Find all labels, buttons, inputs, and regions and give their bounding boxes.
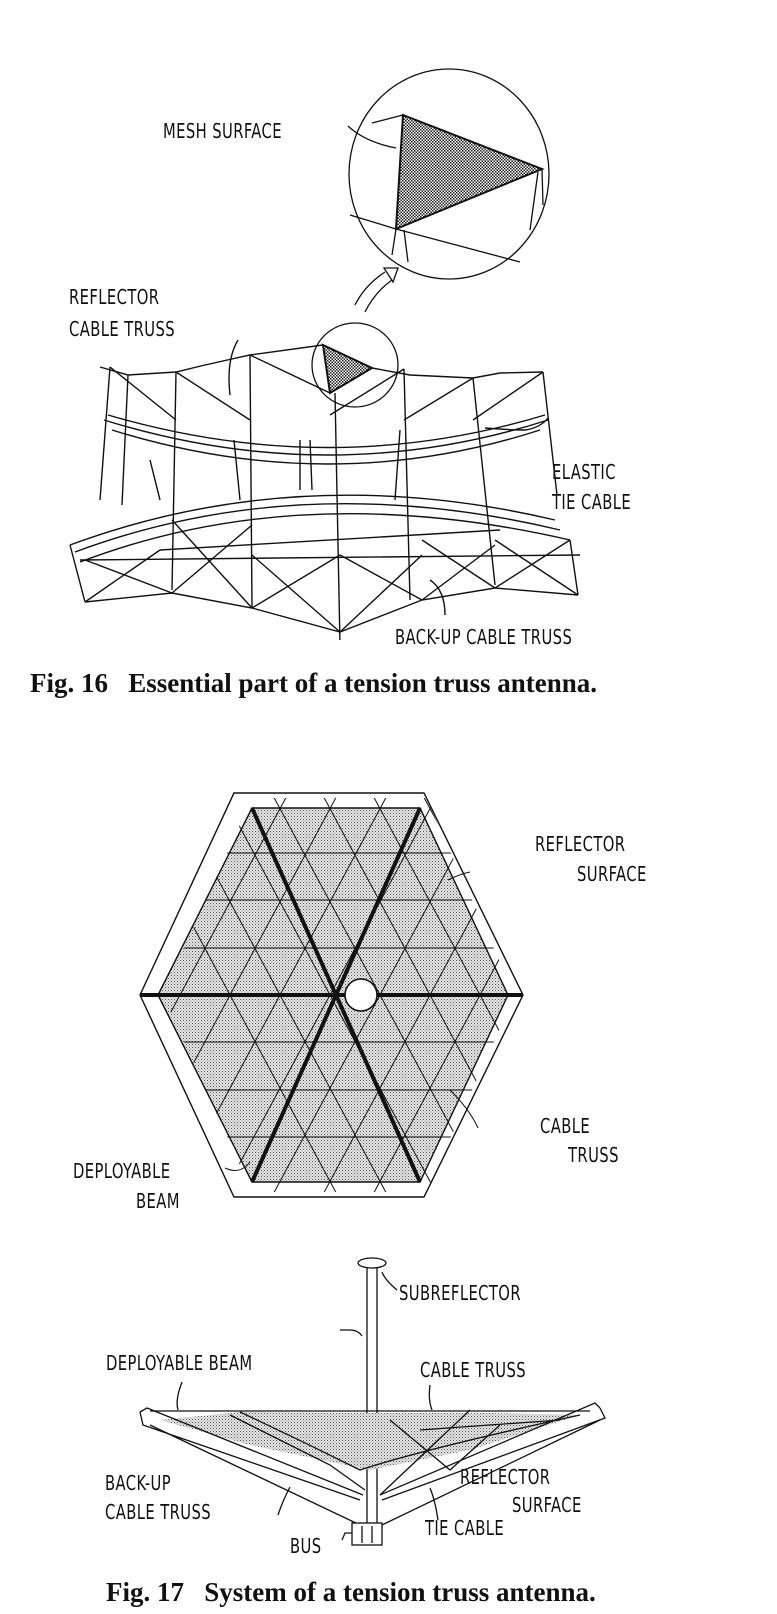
label-side-reflector-line1: REFLECTOR	[460, 1465, 551, 1489]
label-reflector-surface-line2: SURFACE	[577, 862, 647, 886]
label-side-backup-line1: BACK-UP	[105, 1471, 172, 1495]
label-mesh-surface: MESH SURFACE	[163, 119, 282, 143]
label-reflector-surface-line1: REFLECTOR	[535, 832, 626, 856]
label-side-bus: BUS	[290, 1534, 322, 1558]
zoom-arrow	[354, 267, 399, 313]
truss-structure	[69, 339, 581, 640]
label-side-tie-cable: TIE CABLE	[425, 1516, 505, 1540]
figure-17-caption: Fig. 17 System of a tension truss antenn…	[106, 1577, 596, 1607]
fig16-drawing	[69, 68, 581, 640]
label-subreflector: SUBREFLECTOR	[399, 1281, 521, 1305]
label-side-cable-truss: CABLE TRUSS	[420, 1358, 527, 1382]
magnified-circle	[347, 68, 550, 280]
figure-16-caption: Fig. 16 Essential part of a tension trus…	[30, 668, 598, 698]
label-cable-truss-line1: CABLE	[540, 1114, 591, 1138]
label-cable-truss-line2: TRUSS	[568, 1143, 619, 1167]
label-deployable-beam-line2: BEAM	[136, 1189, 180, 1213]
label-side-deployable-beam: DEPLOYABLE BEAM	[106, 1351, 253, 1375]
label-elastic-tie-cable-line1: ELASTIC	[552, 460, 616, 484]
label-elastic-tie-cable-line2: TIE CABLE	[552, 490, 632, 514]
label-side-backup-line2: CABLE TRUSS	[105, 1500, 212, 1524]
label-reflector-cable-truss-line1: REFLECTOR	[69, 285, 160, 309]
label-backup-cable-truss: BACK-UP CABLE TRUSS	[395, 625, 573, 649]
label-reflector-cable-truss-line2: CABLE TRUSS	[69, 317, 176, 341]
label-deployable-beam-line1: DEPLOYABLE	[73, 1159, 171, 1183]
label-side-reflector-line2: SURFACE	[512, 1493, 582, 1517]
